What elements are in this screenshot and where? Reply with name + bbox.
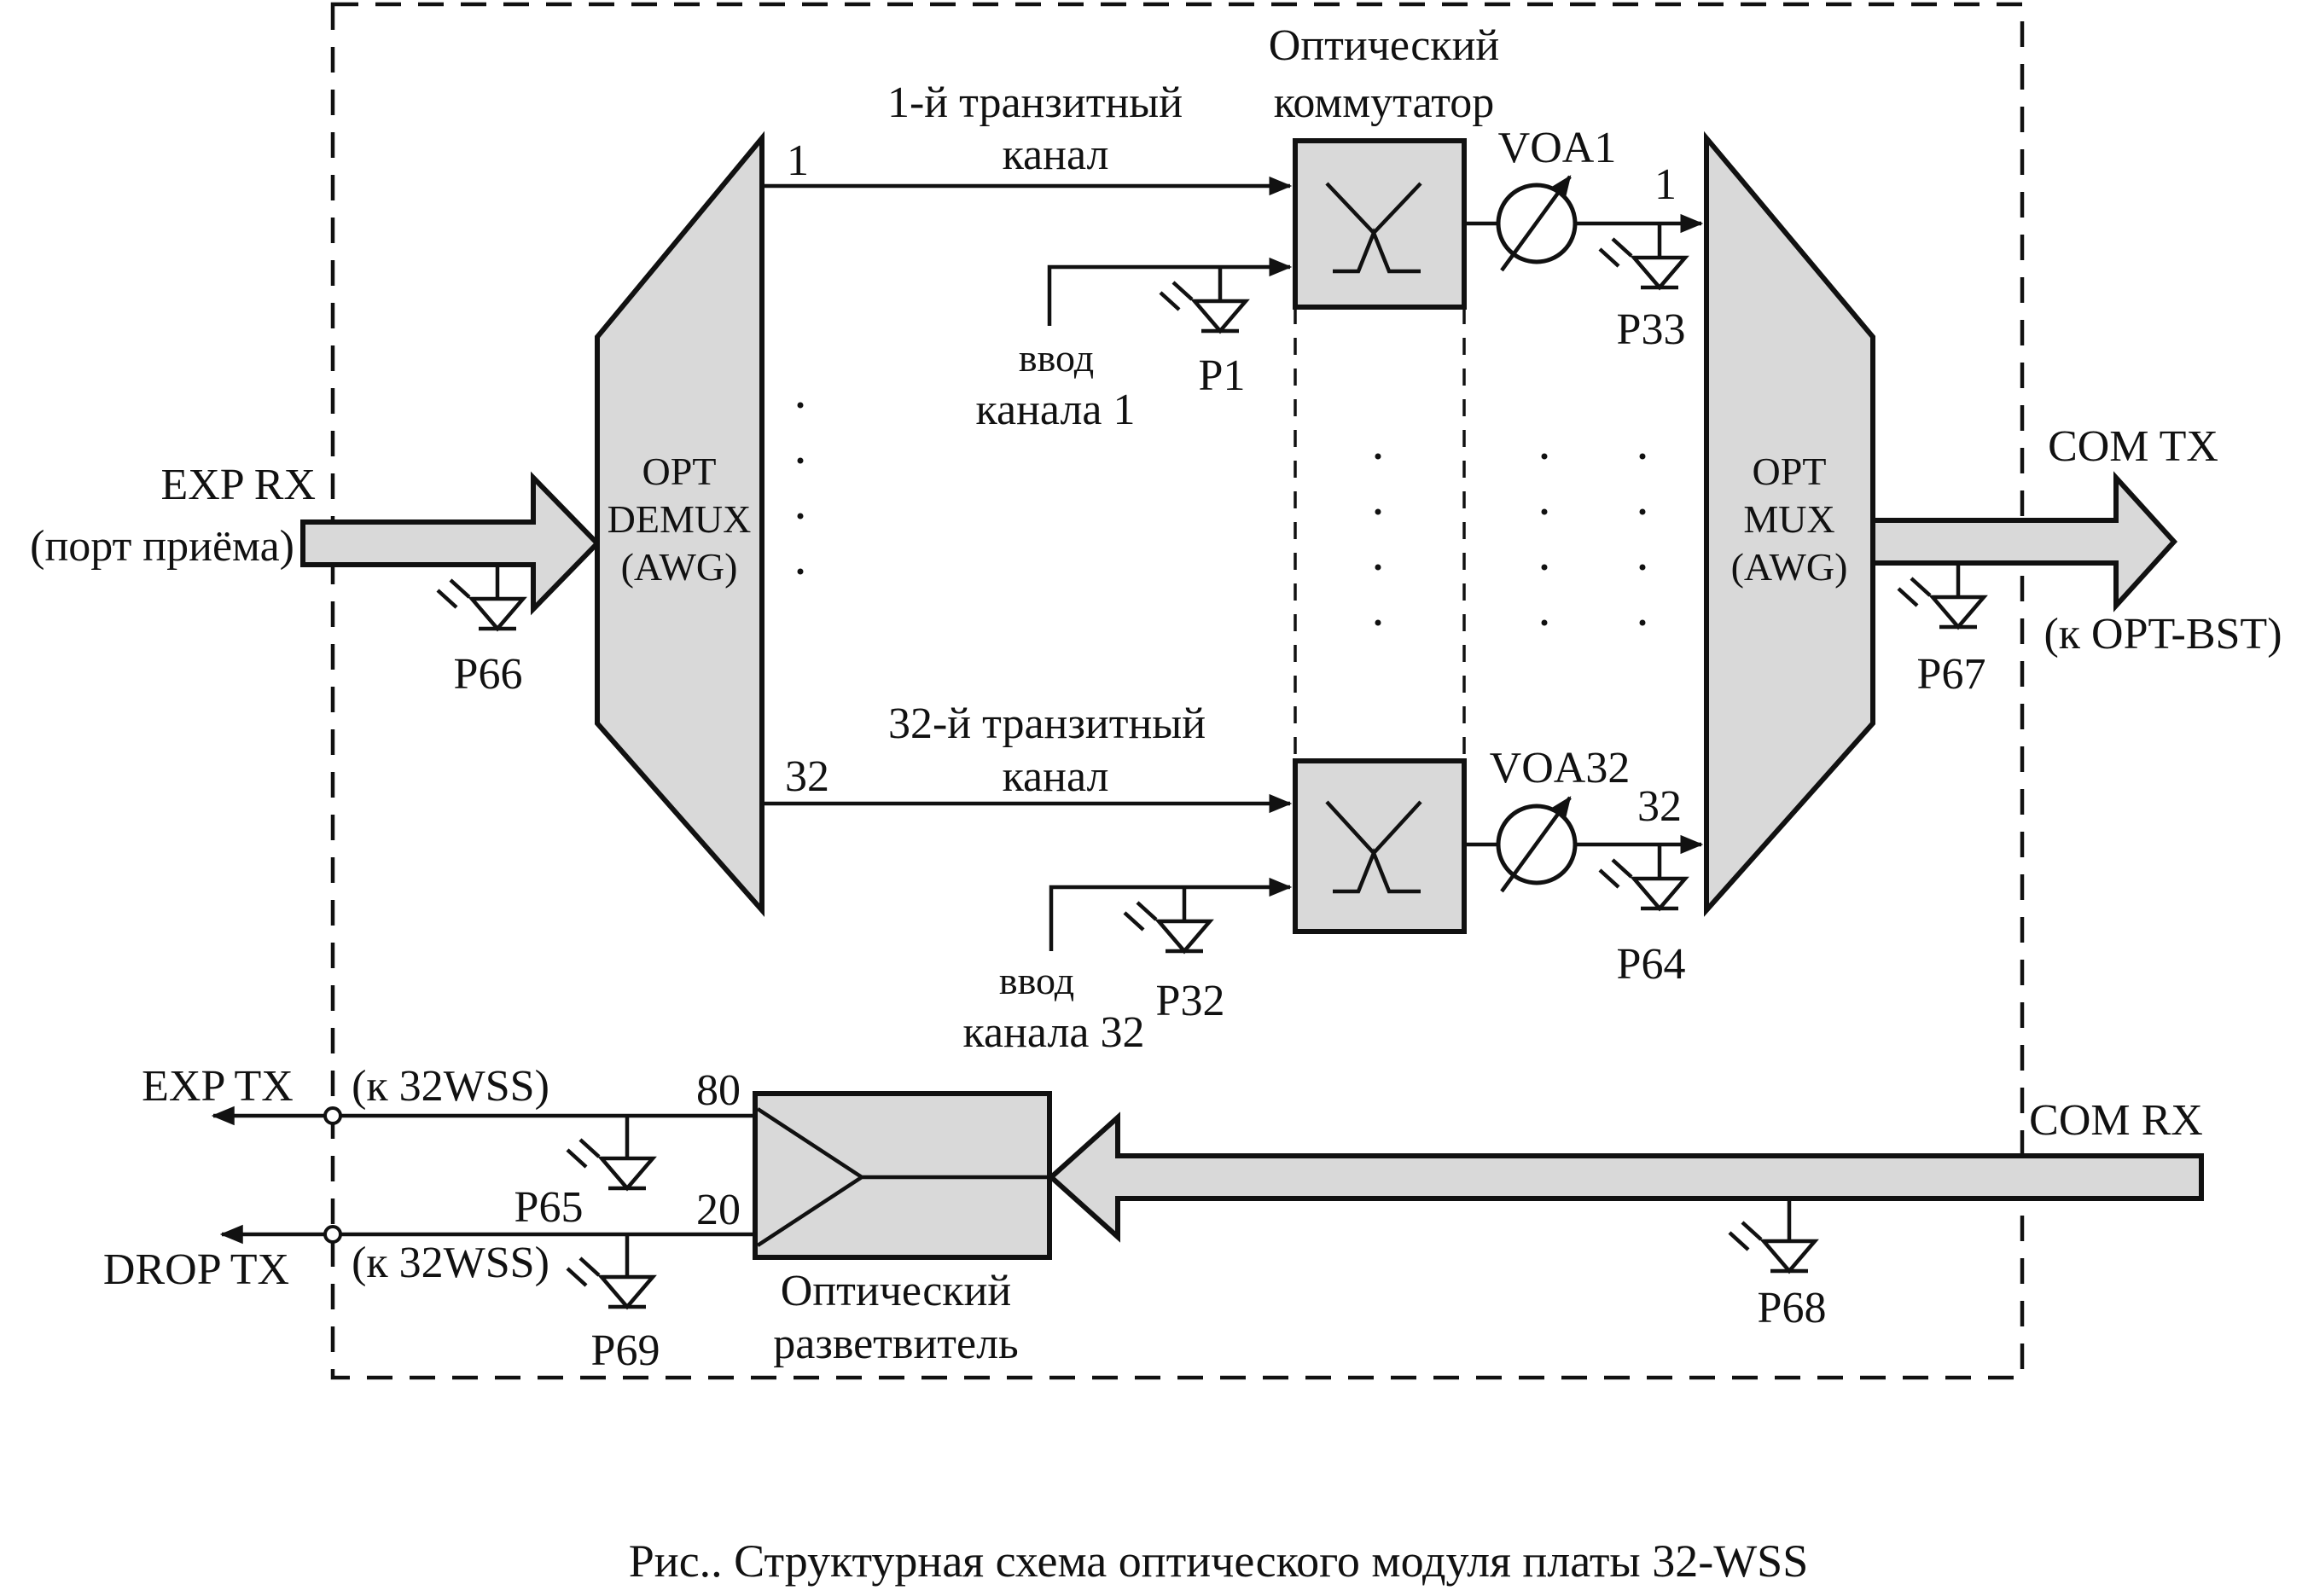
p33-label: P33 bbox=[1617, 305, 1686, 354]
p65-label: P65 bbox=[515, 1183, 584, 1232]
transit-32-title-1: 32-й транзитный bbox=[888, 699, 1206, 748]
p32-label: P32 bbox=[1156, 977, 1225, 1025]
com-tx-sub: (к OPT-BST) bbox=[2043, 610, 2282, 659]
add-32-label-2: канала 32 bbox=[963, 1008, 1145, 1057]
exp-tx-label: EXP TX bbox=[142, 1062, 294, 1111]
exp-tx-target: (к 32WSS) bbox=[352, 1062, 549, 1111]
switch-32-cross bbox=[1325, 800, 1422, 894]
switch-title-1: Оптический bbox=[1269, 21, 1499, 70]
com-tx-arrow bbox=[1870, 471, 2178, 612]
photodetector-p68 bbox=[1728, 1198, 1819, 1274]
mux-label-3: (AWG) bbox=[1731, 545, 1848, 589]
p69-label: P69 bbox=[591, 1326, 660, 1375]
opt-demux-block bbox=[595, 131, 764, 917]
mux-port-32: 32 bbox=[1637, 782, 1682, 831]
demux-label-2: DEMUX bbox=[608, 497, 752, 541]
demux-label-1: OPT bbox=[642, 450, 717, 493]
switch-title-2: коммутатор bbox=[1274, 78, 1495, 127]
mux-label-1: OPT bbox=[1753, 450, 1827, 493]
voa-32-adjust-icon bbox=[1500, 796, 1572, 893]
p64-label: P64 bbox=[1617, 940, 1686, 989]
exp-tx-ratio: 80 bbox=[696, 1066, 741, 1115]
p68-label: P68 bbox=[1758, 1284, 1827, 1332]
exp-rx-sub: (порт приёма) bbox=[30, 522, 294, 571]
photodetector-p67 bbox=[1897, 563, 1988, 630]
exp-rx-label: EXP RX bbox=[160, 461, 316, 509]
figure-caption: Рис.. Структурная схема оптического моду… bbox=[629, 1535, 1808, 1587]
voa-1-adjust-icon bbox=[1500, 175, 1572, 272]
mux-port-1: 1 bbox=[1654, 160, 1677, 209]
demux-label-3: (AWG) bbox=[621, 545, 738, 589]
splitter-symbol bbox=[756, 1107, 1048, 1247]
splitter-label-2: разветвитель bbox=[773, 1320, 1019, 1368]
com-rx-arrow bbox=[1047, 1111, 2204, 1243]
add-1-label-1: ввод bbox=[1019, 336, 1094, 380]
channel-ellipsis-switch bbox=[1375, 453, 1381, 626]
switch-1-cross bbox=[1325, 182, 1422, 274]
mux-label-2: MUX bbox=[1743, 497, 1834, 541]
channel-ellipsis-mux bbox=[1639, 453, 1646, 626]
transit-32-title-2: канал bbox=[1003, 752, 1109, 801]
com-rx-label: COM RX bbox=[2029, 1096, 2203, 1145]
drop-tx-ratio: 20 bbox=[696, 1186, 741, 1234]
transit-1-port-out: 1 bbox=[787, 136, 809, 185]
opt-mux-block bbox=[1704, 131, 1875, 917]
exp-rx-arrow bbox=[300, 471, 602, 616]
drop-tx-target: (к 32WSS) bbox=[352, 1239, 549, 1287]
p67-label: P67 bbox=[1917, 650, 1986, 699]
photodetector-p32 bbox=[1123, 887, 1214, 955]
com-tx-label: COM TX bbox=[2048, 422, 2218, 471]
photodetector-p65 bbox=[566, 1116, 657, 1192]
module-boundary bbox=[330, 2, 2025, 1380]
add-line-32 bbox=[1049, 877, 1293, 951]
transit-32-port-out: 32 bbox=[785, 752, 829, 801]
voa-1-label: VOA1 bbox=[1498, 124, 1617, 172]
voa-32-label: VOA32 bbox=[1490, 744, 1631, 792]
add-line-1 bbox=[1047, 257, 1293, 326]
channel-ellipsis-demux bbox=[797, 402, 804, 575]
photodetector-p33 bbox=[1598, 223, 1689, 291]
photodetector-p69 bbox=[566, 1234, 657, 1310]
p66-label: P66 bbox=[454, 650, 523, 699]
splitter-label-1: Оптический bbox=[781, 1267, 1011, 1315]
p1-label: P1 bbox=[1199, 351, 1246, 400]
add-32-label-1: ввод bbox=[999, 959, 1074, 1002]
exp-tx-port bbox=[323, 1106, 342, 1125]
transit-1-title-2: канал bbox=[1003, 131, 1109, 179]
drop-tx-label: DROP TX bbox=[103, 1245, 289, 1294]
transit-1-title-1: 1-й транзитный bbox=[887, 78, 1183, 127]
drop-tx-port bbox=[323, 1225, 342, 1244]
photodetector-p1 bbox=[1159, 267, 1250, 334]
photodetector-p64 bbox=[1598, 844, 1689, 912]
channel-ellipsis-voa bbox=[1541, 453, 1548, 626]
photodetector-p66 bbox=[436, 565, 527, 632]
add-1-label-2: канала 1 bbox=[976, 386, 1136, 434]
